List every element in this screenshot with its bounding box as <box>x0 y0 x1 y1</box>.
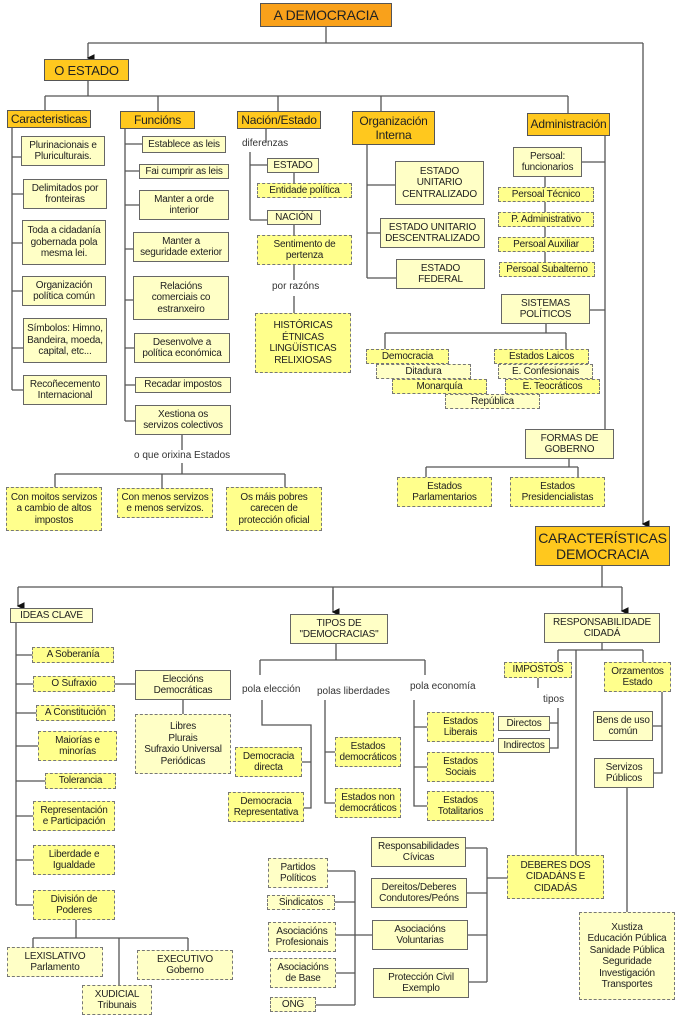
sistema-item: Estados Laicos <box>494 349 589 364</box>
idea-item: División de Poderes <box>33 890 115 920</box>
deber-item: Asociacións Voluntarias <box>372 920 468 950</box>
asociacion-item: ONG <box>270 997 316 1012</box>
node-estado-def: ESTADO <box>267 158 319 173</box>
caracteristica-item: Delimitados por fronteiras <box>23 179 107 209</box>
tipo-economia-item: Estados Totalitarios <box>427 791 494 821</box>
label-polas-liberdades: polas liberdades <box>317 686 390 697</box>
node-nacion: NACIÓN <box>267 210 321 225</box>
tipo-economia-item: Estados Sociais <box>427 752 494 782</box>
persoal-type: Persoal Auxiliar <box>498 237 594 252</box>
idea-item: Representación e Participación <box>33 801 115 831</box>
idea-item: A Soberanía <box>32 647 114 663</box>
outcome-item: Os máis pobres carecen de protección ofi… <box>226 487 322 531</box>
eleccions-democraticas: Eleccións Democráticas <box>135 670 231 700</box>
tipo-eleccion-item: Democracia directa <box>235 747 302 777</box>
sistema-item: E. Teocráticos <box>505 379 600 394</box>
organizacion-item: ESTADO UNITARIO DESCENTRALIZADO <box>380 218 485 248</box>
poder-lexislativo: LEXISLATIVO Parlamento <box>7 947 103 977</box>
node-tipos-democracias: TIPOS DE "DEMOCRACIAS" <box>290 614 388 644</box>
sistema-item: Monarquía <box>392 379 487 394</box>
idea-item: A Constitución <box>36 705 115 721</box>
node-organizacion-interna: Organización Interna <box>352 111 435 145</box>
tipo-eleccion-item: Democracia Representativa <box>228 792 304 822</box>
sistema-item: República <box>445 394 540 409</box>
poder-xudicial: XUDICIAL Tribunais <box>82 985 152 1015</box>
node-caracteristicas-democracia: CARACTERÍSTICAS DEMOCRACIA <box>535 526 670 566</box>
caracteristica-item: Toda a cidadanía gobernada pola mesma le… <box>22 220 106 265</box>
label-pola-economia: pola economía <box>410 681 476 692</box>
deber-item: Dereitos/Deberes Condutores/Peóns <box>371 878 467 908</box>
funcion-item: Recadar impostos <box>135 377 231 393</box>
asociacion-item: Asociacións Profesionais <box>268 922 336 952</box>
node-ideas-clave: IDEAS CLAVE <box>10 608 93 623</box>
imposto-type: Indirectos <box>498 738 550 753</box>
persoal-type: Persoal Técnico <box>498 187 594 202</box>
bens-uso-comun: Bens de uso común <box>593 711 653 741</box>
funcion-item: Establece as leis <box>142 136 226 153</box>
imposto-type: Directos <box>498 716 550 731</box>
asociacion-item: Partidos Políticos <box>268 858 328 888</box>
entidade-politica: Entidade política <box>257 183 352 198</box>
razons-list: HISTÓRICAS ÉTNICAS LINGÜÍSTICAS RELIXIOS… <box>255 313 351 373</box>
persoal-funcionarios: Persoal: funcionarios <box>513 147 582 177</box>
label-tipos: tipos <box>543 694 565 705</box>
servizos-publicos: Servizos Públicos <box>594 758 654 788</box>
sistema-item: Democracia <box>366 349 449 364</box>
caracteristica-item: Recoñecemento Internacional <box>23 375 107 405</box>
outcome-item: Con moitos servizos a cambio de altos im… <box>6 487 102 531</box>
servizos-list: Xustiza Educación Pública Sanidade Públi… <box>579 912 675 1000</box>
sistema-item: E. Confesionais <box>498 364 593 379</box>
idea-item: Liberdade e Igualdade <box>33 845 115 875</box>
link-label-orixina: o que orixina Estados <box>134 450 231 461</box>
poder-executivo: EXECUTIVO Goberno <box>137 950 233 980</box>
forma-item: Estados Parlamentarios <box>397 477 492 507</box>
organizacion-item: ESTADO FEDERAL <box>396 259 485 289</box>
label-por-razons: por razóns <box>272 281 320 292</box>
asociacion-item: Asociacións de Base <box>270 958 336 988</box>
orzamentos-estado: Orzamentos Estado <box>604 662 671 692</box>
sentimento-pertenza: Sentimento de pertenza <box>257 235 352 265</box>
funcion-item: Desenvolve a política económica <box>134 333 230 363</box>
eleccions-traits: Libres Plurais Sufraxio Universal Periód… <box>135 714 231 774</box>
caracteristica-item: Símbolos: Himno, Bandeira, moeda, capita… <box>23 318 107 363</box>
node-caracteristicas: Caracteristicas <box>7 110 91 128</box>
node-o-estado: O ESTADO <box>44 59 129 81</box>
idea-item: O Sufraxio <box>33 676 115 692</box>
node-nacion-estado: Nación/Estado <box>237 111 321 129</box>
idea-item: Tolerancia <box>45 773 116 789</box>
asociacion-item: Sindicatos <box>267 895 335 910</box>
tipo-liberdades-item: Estados non democráticos <box>335 788 401 818</box>
funcion-item: Manter a orde interior <box>139 190 229 220</box>
root-node-democracia: A DEMOCRACIA <box>260 3 392 27</box>
idea-item: Maiorías e minorías <box>38 731 117 761</box>
organizacion-item: ESTADO UNITARIO CENTRALIZADO <box>395 161 484 205</box>
funcion-item: Xestiona os servizos colectivos <box>135 405 231 435</box>
formas-goberno: FORMAS DE GOBERNO <box>525 429 614 459</box>
caracteristica-item: Plurinacionais e Pluriculturais. <box>21 136 105 166</box>
tipo-liberdades-item: Estados democráticos <box>335 737 401 767</box>
node-responsabilidade-cidada: RESPONSABILIDADE CIDADÁ <box>544 613 660 643</box>
outcome-item: Con menos servizos e menos servizos. <box>117 488 213 518</box>
label-diferenzas: diferenzas <box>242 138 289 149</box>
label-pola-eleccion: pola elección <box>242 684 301 695</box>
forma-item: Estados Presidencialistas <box>510 477 605 507</box>
node-administracion: Administración <box>527 113 610 136</box>
funcion-item: Manter a seguridade exterior <box>133 232 229 262</box>
caracteristica-item: Organización política común <box>22 276 106 306</box>
persoal-type: P. Administrativo <box>498 212 594 227</box>
impostos: IMPOSTOS <box>504 662 572 678</box>
deberes-cidadans: DEBERES DOS CIDADÁNS E CIDADÁS <box>507 855 604 899</box>
deber-item: Protección Civil Exemplo <box>373 968 469 998</box>
persoal-type: Persoal Subalterno <box>499 262 595 277</box>
node-funcions: Funcións <box>120 111 195 129</box>
sistema-item: Ditadura <box>376 364 471 379</box>
funcion-item: Relacións comerciais co estranxeiro <box>133 276 229 320</box>
tipo-economia-item: Estados Liberais <box>427 712 494 742</box>
deber-item: Responsabilidades Cívicas <box>371 837 466 867</box>
sistemas-politicos: SISTEMAS POLÍTICOS <box>501 294 590 324</box>
funcion-item: Fai cumprir as leis <box>139 164 229 179</box>
